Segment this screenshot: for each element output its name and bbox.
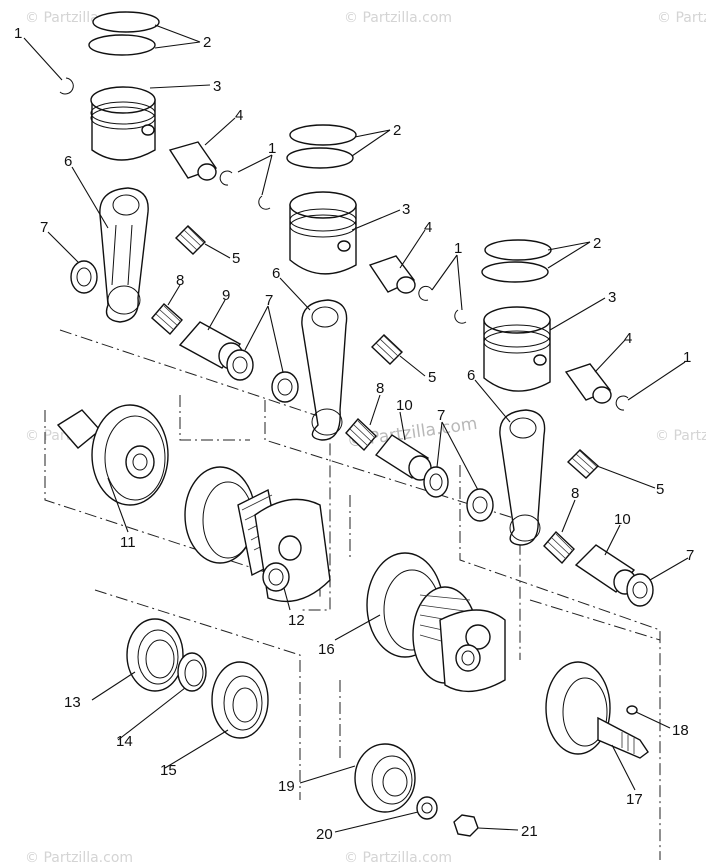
- callout-label: 2: [393, 122, 401, 139]
- callout-label: 21: [521, 823, 538, 840]
- callout-label: 1: [14, 25, 22, 42]
- watermark: © Partzilla.com: [25, 850, 133, 866]
- bearing-15[interactable]: [211, 661, 269, 739]
- callout-label: 8: [176, 272, 184, 289]
- leader-lines: [23, 24, 689, 833]
- washers-7b[interactable]: [423, 466, 494, 522]
- callout-label: 6: [64, 153, 72, 170]
- piston-pin-a[interactable]: [168, 141, 218, 181]
- callout-label: 7: [437, 407, 445, 424]
- piston-rings-b[interactable]: [286, 124, 357, 169]
- callout-label: 1: [454, 240, 462, 257]
- needle-bearing-c2[interactable]: [543, 530, 575, 565]
- watermark: © Partzilla.com: [344, 10, 452, 26]
- circlip-a[interactable]: [59, 77, 233, 186]
- piston-pin-c[interactable]: [564, 363, 612, 404]
- needle-bearing-a2[interactable]: [151, 303, 183, 335]
- piston-rings-c[interactable]: [481, 239, 552, 283]
- callout-label: 6: [467, 367, 475, 384]
- watermark: © Partzilla.com: [657, 10, 706, 26]
- callout-label: 9: [222, 287, 230, 304]
- callout-label: 10: [614, 511, 631, 528]
- needle-bearing-a[interactable]: [174, 225, 207, 255]
- watermark: © Partzilla.com: [344, 850, 452, 866]
- callout-label: 18: [672, 722, 689, 739]
- crankshaft-end-17[interactable]: [545, 661, 649, 759]
- callout-label: 5: [428, 369, 436, 386]
- needle-bearing-b[interactable]: [370, 334, 404, 365]
- callout-label: 19: [278, 778, 295, 795]
- callout-label: 2: [593, 235, 601, 252]
- callout-label: 1: [683, 349, 691, 366]
- connecting-rod-a[interactable]: [99, 187, 149, 323]
- connecting-rod-c[interactable]: [499, 409, 546, 546]
- callout-label: 14: [116, 733, 133, 750]
- callout-label: 15: [160, 762, 177, 779]
- callout-label: 3: [213, 78, 221, 95]
- callout-labels: 1 2 3 4 6 7 5 8 9 1 2 3 4 6 7 5 8 10 7 1…: [14, 25, 694, 843]
- callout-label: 7: [265, 292, 273, 309]
- washer-7c[interactable]: [626, 573, 654, 607]
- bearing-13[interactable]: [126, 618, 184, 692]
- washer-20[interactable]: [416, 796, 438, 820]
- connecting-rod-b[interactable]: [301, 299, 348, 441]
- callout-label: 12: [288, 612, 305, 629]
- piston-a[interactable]: [90, 86, 156, 161]
- callout-label: 11: [120, 534, 136, 551]
- bearing-19[interactable]: [354, 743, 416, 813]
- callout-label: 8: [571, 485, 579, 502]
- callout-label: 8: [376, 380, 384, 397]
- nut-21[interactable]: [453, 814, 479, 837]
- callout-label: 5: [656, 481, 664, 498]
- callout-label: 20: [316, 826, 333, 843]
- callout-label: 17: [626, 791, 643, 808]
- callout-label: 6: [272, 265, 280, 282]
- callout-label: 3: [608, 289, 616, 306]
- crankshaft-section-12[interactable]: [184, 466, 331, 603]
- woodruff-key-18[interactable]: [626, 705, 638, 715]
- crankshaft-end-11[interactable]: [56, 404, 169, 506]
- spacer-14[interactable]: [177, 652, 207, 692]
- callout-label: 13: [64, 694, 81, 711]
- callout-label: 2: [203, 34, 211, 51]
- callout-label: 7: [40, 219, 48, 236]
- callout-label: 7: [686, 547, 694, 564]
- piston-c[interactable]: [483, 306, 551, 392]
- callout-label: 4: [624, 330, 632, 347]
- crankshaft-section-16[interactable]: [366, 552, 506, 693]
- assembly-guide-lines: [44, 329, 661, 860]
- circlip-b[interactable]: [258, 195, 433, 301]
- callout-label: 4: [424, 219, 432, 236]
- callout-label: 16: [318, 641, 335, 658]
- needle-bearing-b2[interactable]: [345, 417, 377, 452]
- piston-b[interactable]: [289, 191, 357, 275]
- piston-pin-b[interactable]: [368, 255, 416, 294]
- callout-label: 3: [402, 201, 410, 218]
- callout-label: 4: [235, 107, 243, 124]
- callout-label: 5: [232, 250, 240, 267]
- washers-7a[interactable]: [226, 349, 299, 403]
- needle-bearing-c[interactable]: [566, 449, 600, 479]
- piston-rings-a[interactable]: [88, 11, 160, 56]
- circlip-c[interactable]: [454, 309, 629, 411]
- thrust-washer-a[interactable]: [70, 260, 98, 294]
- callout-label: 10: [396, 397, 413, 414]
- callout-label: 1: [268, 140, 276, 157]
- watermark: © Partzilla.com: [655, 428, 706, 444]
